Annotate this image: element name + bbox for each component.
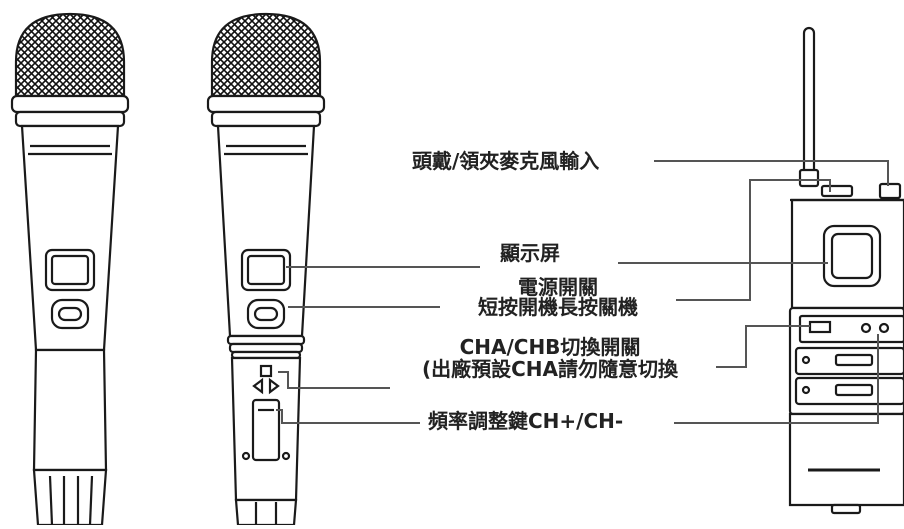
left-mic-rim [10, 94, 130, 114]
label-power-line2: 短按開機長按關機 [478, 295, 638, 319]
battery-slot [251, 398, 281, 462]
left-mic-grip [32, 468, 108, 527]
headset-jack [878, 182, 902, 200]
middle-mic-rim [206, 94, 326, 114]
freq-button-minus [860, 322, 872, 334]
freq-button-plus [878, 322, 890, 334]
leader-freq-left [276, 409, 420, 424]
label-cha-line2: (出廠預設CHA請勿隨意切換 [421, 357, 679, 381]
label-cha-line1: CHA/CHB切換開關 [459, 335, 641, 359]
leader-freq-right [674, 334, 879, 424]
ch-plus-arrow [268, 377, 280, 395]
leader-headset [654, 160, 889, 186]
leader-power-right [676, 179, 831, 301]
leader-cha-right [716, 325, 810, 368]
leader-cha-left [278, 371, 390, 389]
label-frequency: 頻率調整鍵CH+/CH- [428, 409, 624, 433]
label-headset-input: 頭戴/領夾麥克風輸入 [412, 149, 600, 173]
middle-microphone [206, 12, 326, 527]
left-mic-grille [14, 12, 126, 98]
antenna [802, 26, 816, 184]
label-power-line1: 電源開關 [518, 275, 598, 299]
leader-lines [276, 160, 889, 424]
middle-mic-grille [210, 12, 322, 98]
left-microphone [10, 12, 130, 527]
channel-switch [259, 364, 273, 378]
bodypack-transmitter [788, 26, 904, 515]
cha-chb-switch [808, 320, 832, 334]
transmitter-cover [788, 412, 904, 507]
label-display: 顯示屏 [500, 241, 560, 265]
ch-minus-arrow [252, 377, 264, 395]
